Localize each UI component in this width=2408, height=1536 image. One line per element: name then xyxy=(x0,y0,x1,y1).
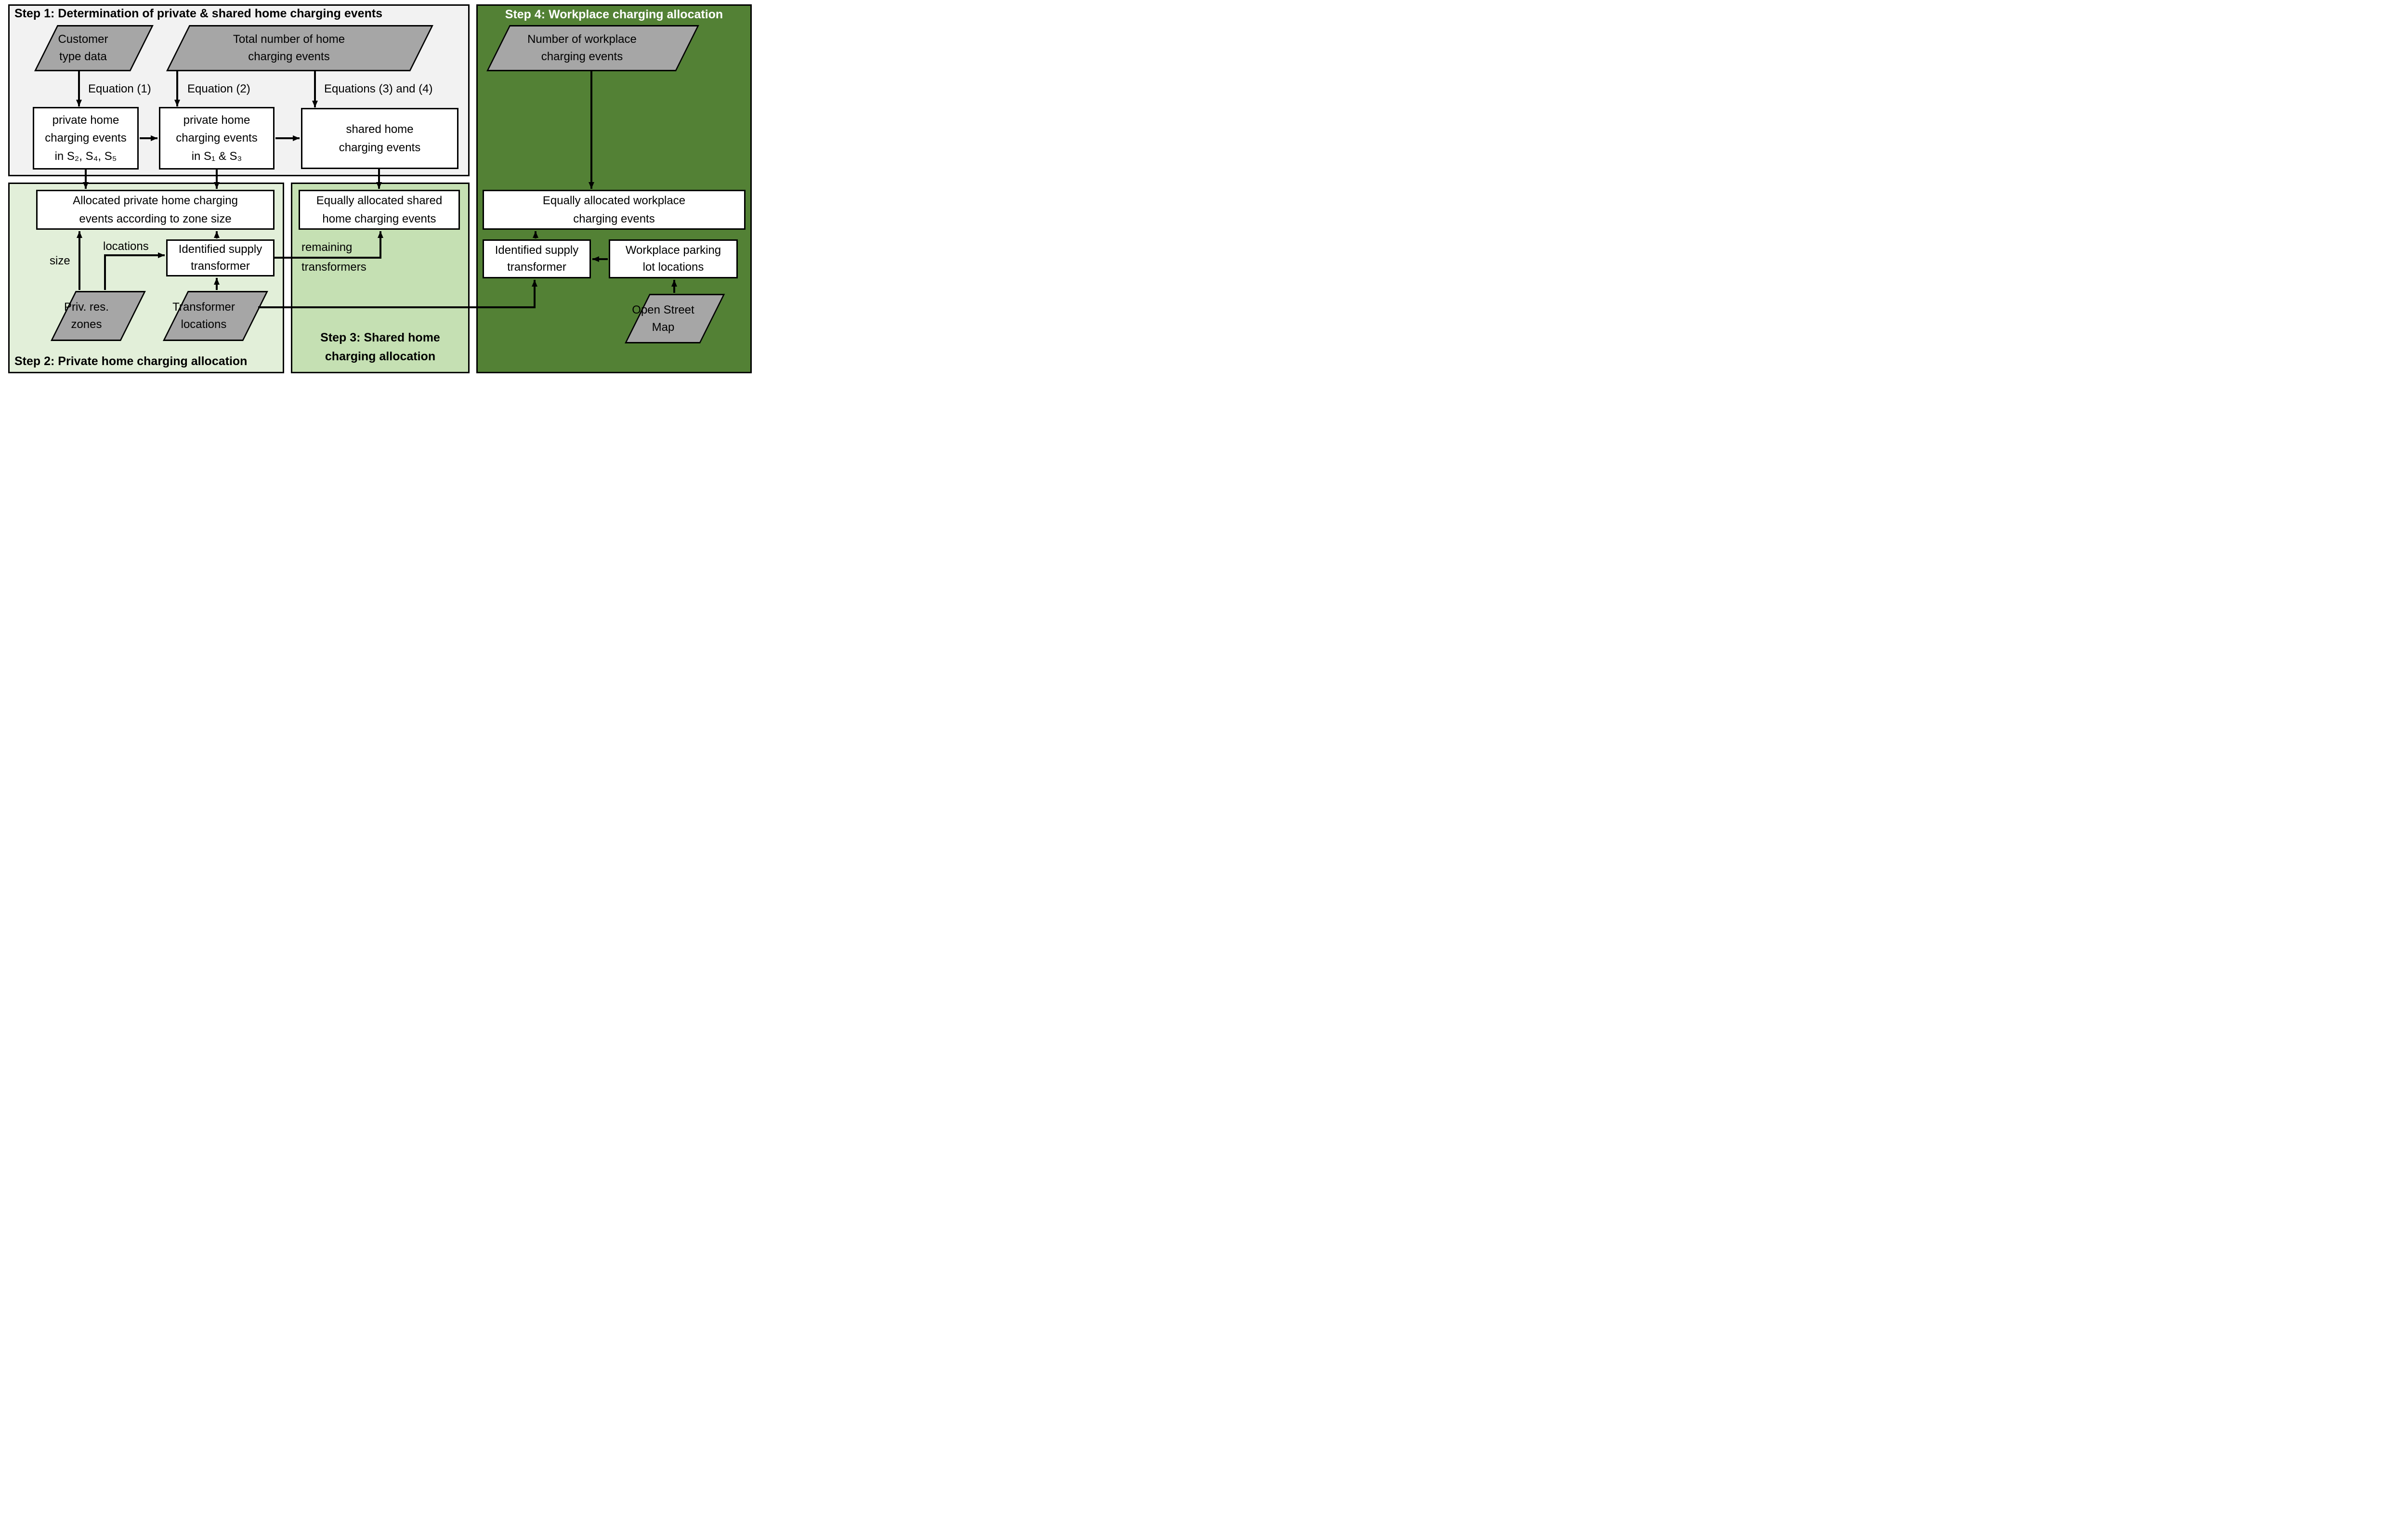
identified-supply-transformer-step4-box: Identified supply transformer xyxy=(483,239,591,278)
equally-allocated-shared-box: Equally allocated shared home charging e… xyxy=(299,190,460,230)
private-home-events-s13-box: private home charging events in S₁ & S₃ xyxy=(159,107,275,170)
allocated-private-home-box: Allocated private home charging events a… xyxy=(36,190,275,230)
locations-label: locations xyxy=(103,240,149,253)
step1-title: Step 1: Determination of private & share… xyxy=(14,7,383,20)
step4-title: Step 4: Workplace charging allocation xyxy=(505,8,723,21)
priv-res-zones-label: Priv. res. zones xyxy=(64,301,109,331)
total-home-charging-events-shape: Total number of home charging events xyxy=(166,25,433,71)
transformer-locations-label: Transformer locations xyxy=(172,301,235,331)
transformers-label: transformers xyxy=(301,261,366,274)
identified-supply-transformer-step2-box: Identified supply transformer xyxy=(166,239,275,276)
number-workplace-charging-events-shape: Number of workplace charging events xyxy=(486,25,699,71)
number-workplace-charging-events-label: Number of workplace charging events xyxy=(527,33,637,63)
customer-type-data-label: Customer type data xyxy=(58,33,108,63)
shared-home-events-box: shared home charging events xyxy=(301,108,458,169)
equation-2-label: Equation (2) xyxy=(187,82,250,95)
equally-allocated-workplace-box: Equally allocated workplace charging eve… xyxy=(483,190,746,230)
private-home-events-s245-box: private home charging events in S₂, S₄, … xyxy=(33,107,139,170)
step2-title: Step 2: Private home charging allocation xyxy=(14,354,248,368)
remaining-label: remaining xyxy=(301,241,353,254)
workplace-parking-lot-box: Workplace parking lot locations xyxy=(609,239,738,278)
equations-3-4-label: Equations (3) and (4) xyxy=(324,82,433,95)
flowchart-canvas: Step 1: Determination of private & share… xyxy=(0,0,755,378)
step3-title: Step 3: Shared home charging allocation xyxy=(320,331,440,363)
equation-1-label: Equation (1) xyxy=(88,82,151,95)
size-label: size xyxy=(50,254,70,267)
total-home-charging-events-label: Total number of home charging events xyxy=(233,33,345,63)
open-street-map-label: Open Street Map xyxy=(632,303,694,334)
